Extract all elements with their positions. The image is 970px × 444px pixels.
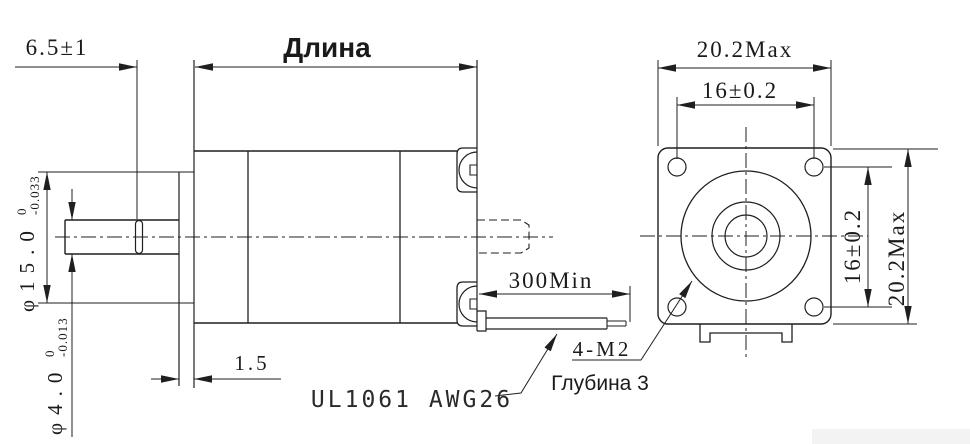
- label-body-length: Длина: [283, 32, 371, 63]
- dim-hole-spacing-right-text: 16±0.2: [840, 208, 865, 284]
- rear-shaft-hidden-outline: [477, 219, 530, 254]
- dim-shaft-dia-value: φ4.0: [43, 365, 67, 435]
- dimension-texts: 6.5±1 Длина 20.2Max 16±0.2 300Min 1.5 UL…: [14, 32, 909, 435]
- side-view: [38, 60, 627, 388]
- dim-shaft-dia-tol-upper: 0: [42, 350, 57, 358]
- mount-hole-top-left: [667, 157, 687, 177]
- screw-head-bottom-outline: [456, 281, 477, 327]
- bottom-rail-outline: [699, 324, 793, 343]
- dim-flat-to-face-text: 6.5±1: [26, 35, 89, 60]
- dim-pilot-dia-tol-lower: -0.033: [27, 175, 42, 215]
- label-thread-depth: Глубина 3: [551, 372, 649, 395]
- screw-head-top-slot: [469, 164, 477, 176]
- dim-flange-height-right-text: 20.2Max: [884, 210, 909, 306]
- label-wire-spec: UL1061 AWG26: [311, 387, 513, 413]
- dim-pilot-dia-label: φ15.0 0 -0.033: [14, 175, 42, 312]
- mount-hole-top-right: [804, 157, 824, 177]
- dim-pilot-dia-value: φ15.0: [15, 223, 39, 312]
- leader-mount-thread: [572, 280, 693, 361]
- watermark-smudge: [812, 429, 970, 444]
- dimension-linework: [15, 60, 938, 437]
- front-view: [640, 127, 868, 357]
- dim-shaft-dia-tol-lower: -0.013: [55, 317, 70, 357]
- dim-shaft-dia-label: φ4.0 0 -0.013: [42, 317, 70, 435]
- screw-head-top-outline: [456, 147, 477, 193]
- mount-hole-bottom-left: [667, 297, 687, 317]
- label-mount-thread: 4-M2: [573, 337, 632, 361]
- dim-flange-width-top-text: 20.2Max: [697, 37, 793, 62]
- dim-lead-length-text: 300Min: [509, 268, 594, 293]
- dim-pilot-dia-tol-upper: 0: [14, 208, 29, 216]
- screw-head-top-arc: [458, 151, 478, 189]
- mount-hole-bottom-right: [804, 297, 824, 317]
- cable-clamp: [477, 310, 487, 332]
- screw-head-bottom-slot: [469, 298, 477, 310]
- screw-head-bottom-arc: [458, 285, 478, 323]
- dim-pilot-thickness-text: 1.5: [234, 351, 269, 375]
- leader-wire-spec: [494, 333, 558, 397]
- dim-hole-spacing-top-text: 16±0.2: [702, 78, 778, 103]
- shaft-flat: [134, 219, 144, 255]
